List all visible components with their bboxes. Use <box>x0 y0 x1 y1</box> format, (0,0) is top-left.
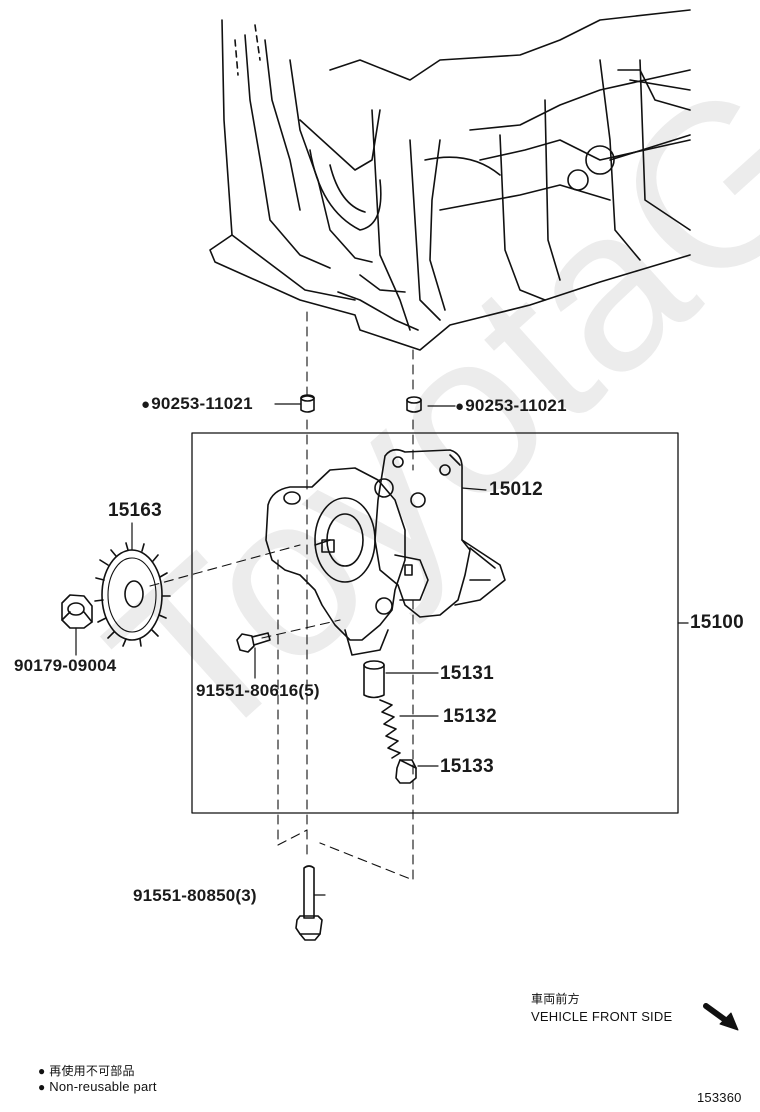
vehicle-front-label-jp: 車両前方 <box>531 992 580 1006</box>
part-label-15133: 15133 <box>440 756 494 777</box>
legend-dot-en: ● <box>38 1080 46 1094</box>
legend-non-reusable-en: ● Non-reusable part <box>38 1079 157 1094</box>
small-bolt-illustration <box>236 632 271 653</box>
legend-dot-jp: ● <box>38 1064 46 1078</box>
alignment-lines <box>149 311 414 881</box>
part-label-15100: 15100 <box>690 612 744 633</box>
part-label-15132: 15132 <box>443 706 497 727</box>
pump-cover-illustration <box>374 448 506 618</box>
oil-pump-assembly-box <box>191 432 679 814</box>
dowel-pin-right-illustration <box>406 396 422 413</box>
part-label-91551-80616: 91551-80616(5) <box>196 681 320 700</box>
part-label-15012: 15012 <box>489 479 543 500</box>
part-label-90253-right: ●90253-11021 <box>455 396 567 415</box>
part-label-90253-left: ●90253-11021 <box>141 394 253 413</box>
dowel-pin-left-illustration <box>300 394 315 413</box>
nut-illustration <box>61 594 93 629</box>
spring-illustration <box>379 699 401 759</box>
sprocket-illustration <box>94 542 171 647</box>
part-label-15131: 15131 <box>440 663 494 684</box>
vehicle-front-arrow-icon <box>703 1003 739 1031</box>
non-reusable-marker-right: ● <box>455 398 465 415</box>
part-label-15163: 15163 <box>108 500 162 521</box>
relief-valve-illustration <box>363 660 385 699</box>
plug-illustration <box>395 759 417 784</box>
pump-body-illustration <box>265 467 429 656</box>
non-reusable-marker-left: ● <box>141 396 151 413</box>
engine-block-illustration <box>209 9 691 351</box>
long-bolt-illustration <box>295 865 323 941</box>
figure-number: 153360 <box>697 1090 742 1105</box>
leader-lines <box>75 403 487 896</box>
vehicle-front-label-en: VEHICLE FRONT SIDE <box>531 1009 673 1024</box>
part-label-91551-80850: 91551-80850(3) <box>133 886 257 905</box>
part-label-90179-09004: 90179-09004 <box>14 656 117 675</box>
legend-non-reusable-jp: ● 再使用不可部品 <box>38 1064 135 1078</box>
